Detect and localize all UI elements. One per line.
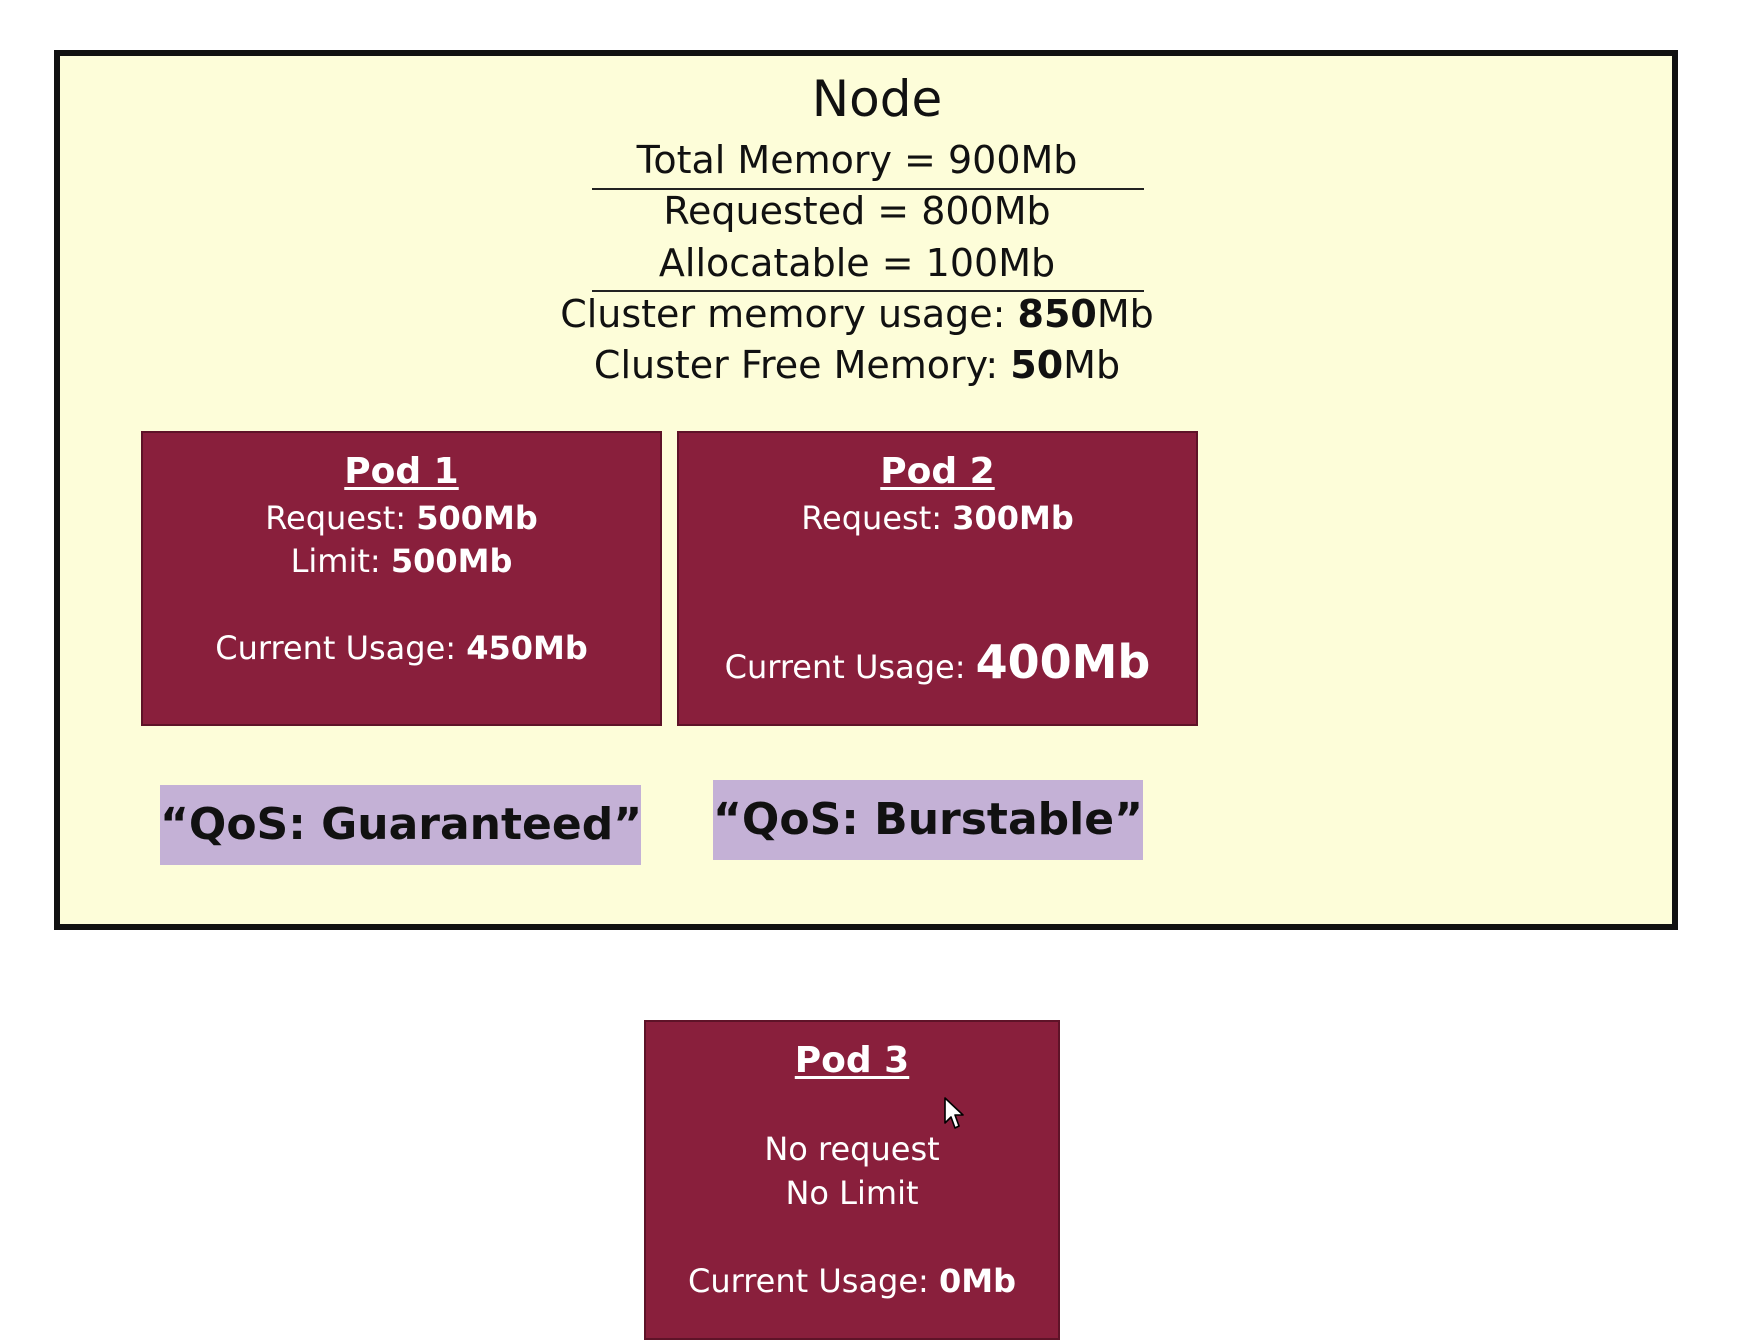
pod-1-request-value: 500Mb [416, 499, 538, 537]
pod-2-request: Request: 300Mb [679, 499, 1196, 537]
pod-2-box: Pod 2 Request: 300Mb Current Usage: 400M… [677, 431, 1198, 726]
pod-1-limit-value: 500Mb [390, 542, 513, 580]
pod-3-usage: Current Usage: 0Mb [646, 1262, 1058, 1300]
pod-1-title: Pod 1 [344, 451, 459, 492]
cluster-memory-usage: Cluster memory usage: 850Mb [0, 292, 1734, 336]
qos-guaranteed-label: “QoS: Guaranteed” [160, 785, 642, 865]
pod-3-box: Pod 3 No request No Limit Current Usage:… [644, 1020, 1060, 1340]
pod-2-usage: Current Usage: 400Mb [679, 635, 1196, 689]
pod-3-usage-value: 0Mb [939, 1262, 1017, 1300]
pod-2-request-value: 300Mb [952, 499, 1074, 537]
qos-burstable-label: “QoS: Burstable” [713, 780, 1143, 860]
pod-1-box: Pod 1 Request: 500Mb Limit: 500Mb Curren… [141, 431, 662, 726]
pod-2-title: Pod 2 [880, 451, 995, 492]
pod-1-request-label: Request: [265, 499, 417, 537]
pod-2-request-label: Request: [801, 499, 953, 537]
pod-1-usage-label: Current Usage: [215, 629, 467, 667]
cluster-free-memory: Cluster Free Memory: 50Mb [0, 343, 1734, 387]
total-memory: Total Memory = 900Mb [636, 138, 1078, 182]
cluster-free-value: 50 [1010, 343, 1064, 387]
pod-2-usage-value: 400Mb [975, 635, 1151, 689]
cluster-usage-label: Cluster memory usage: [560, 292, 1018, 336]
pod-3-title: Pod 3 [794, 1040, 910, 1081]
cluster-free-unit: Mb [1063, 343, 1121, 387]
pod-2-usage-label: Current Usage: [724, 648, 976, 686]
divider-bottom [592, 290, 1144, 292]
cluster-free-label: Cluster Free Memory: [593, 343, 1011, 387]
pod-1-limit-label: Limit: [290, 542, 391, 580]
allocatable-memory: Allocatable = 100Mb [658, 241, 1056, 285]
divider-top [592, 188, 1144, 190]
pod-1-usage-value: 450Mb [466, 629, 588, 667]
pod-3-usage-label: Current Usage: [687, 1262, 939, 1300]
mouse-cursor-icon [944, 1097, 964, 1129]
pod-3-request: No request [764, 1130, 940, 1168]
pod-3-limit: No Limit [785, 1174, 919, 1212]
pod-1-request: Request: 500Mb [143, 499, 660, 537]
pod-1-usage: Current Usage: 450Mb [143, 629, 660, 667]
cluster-usage-value: 850 [1017, 292, 1097, 336]
pod-1-limit: Limit: 500Mb [143, 542, 660, 580]
requested-memory: Requested = 800Mb [663, 189, 1051, 233]
cluster-usage-unit: Mb [1096, 292, 1154, 336]
node-title: Node [811, 70, 943, 128]
